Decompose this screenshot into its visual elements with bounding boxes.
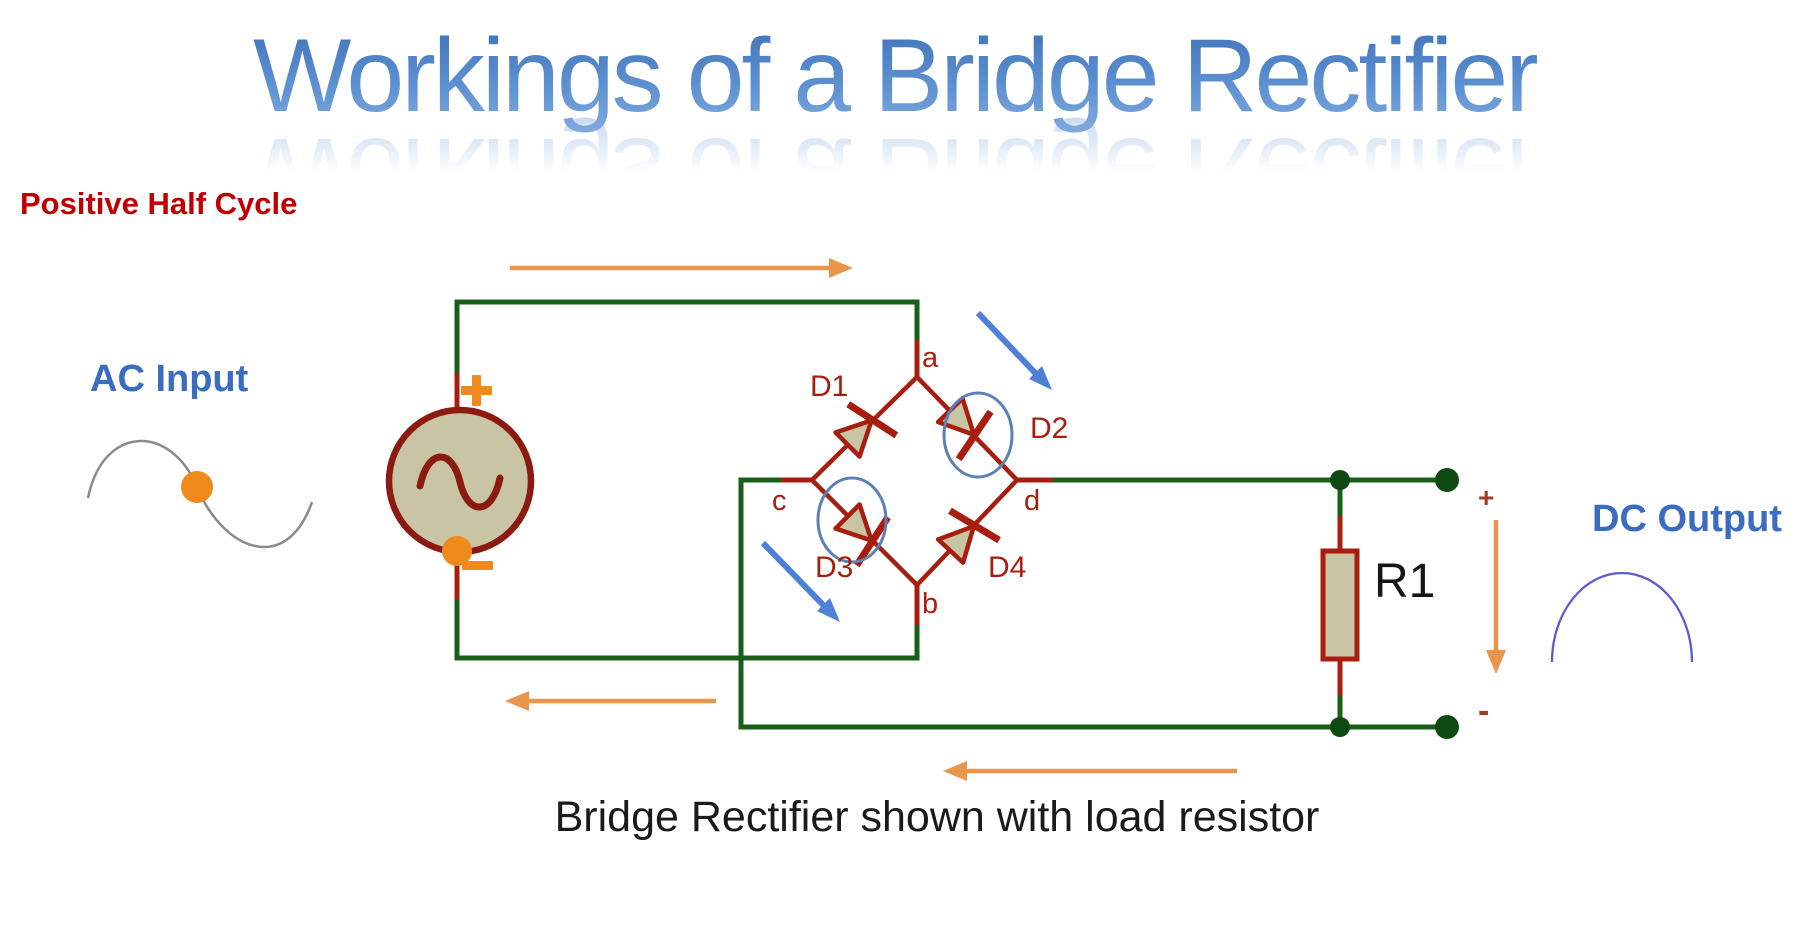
red-wires: [454, 340, 1343, 695]
diode-d3: [833, 502, 891, 568]
ac-source: [385, 375, 535, 570]
arrow-icon: [975, 310, 1043, 381]
terminal-dot-positive: [1435, 468, 1459, 492]
arrowhead: [1486, 650, 1506, 674]
wire-ac-bottom-to-node-b: [454, 600, 920, 661]
wire-ac-top-to-node-a: [454, 299, 920, 373]
arrowhead: [817, 598, 840, 622]
terminal-dot-negative: [1435, 715, 1459, 739]
wire-node-c-to-load-bottom: [738, 477, 1447, 730]
dc-plus-sign: +: [1478, 482, 1495, 513]
page-title: Workings of a Bridge Rectifier: [253, 18, 1540, 134]
highlight-ellipse-d3: [816, 476, 888, 564]
minus-icon: [462, 561, 493, 570]
phase-label: Positive Half Cycle: [20, 186, 298, 221]
arrowhead: [943, 761, 967, 781]
blue-flow-arrows: [760, 310, 1052, 622]
junction-dots: [1330, 468, 1459, 739]
node-label-a: a: [922, 342, 939, 374]
junction-dot: [1330, 717, 1350, 737]
resistor-label: R1: [1374, 555, 1436, 608]
diode-label-d3: D3: [815, 551, 854, 584]
diodes: [833, 396, 1001, 568]
diode-d4: [935, 507, 1001, 565]
ac-sine-icon: [416, 453, 504, 511]
dc-output-wave: [1550, 571, 1694, 663]
arrowhead: [505, 691, 529, 711]
arrow-icon: [760, 540, 831, 613]
plus-icon: [461, 375, 492, 406]
diode-label-d2: D2: [1030, 412, 1069, 445]
ac-input-waveform: [86, 439, 314, 549]
junction-dot: [1330, 470, 1350, 490]
diode-d1: [833, 401, 899, 459]
highlight-ellipse-d2: [942, 391, 1014, 479]
diode-label-d4: D4: [988, 551, 1027, 584]
green-wires: [454, 299, 1447, 730]
diode-label-d1: D1: [810, 370, 849, 403]
dc-output-label: DC Output: [1592, 498, 1782, 540]
page-title-reflection: Workings of a Bridge Rectifier: [253, 116, 1537, 232]
node-label-c: c: [772, 485, 787, 517]
ac-input-label: AC Input: [90, 358, 249, 400]
node-label-b: b: [922, 588, 939, 620]
source-bottom-dot: [442, 536, 472, 566]
arrowhead: [1029, 366, 1052, 390]
figure-caption: Bridge Rectifier shown with load resisto…: [554, 793, 1320, 841]
orange-flow-arrows: [505, 258, 1506, 781]
resistor-body: [1320, 548, 1360, 662]
ac-wave-dot: [181, 471, 213, 503]
node-label-d: d: [1024, 485, 1041, 517]
dc-minus-sign: -: [1478, 692, 1490, 730]
arrowhead: [829, 258, 853, 278]
